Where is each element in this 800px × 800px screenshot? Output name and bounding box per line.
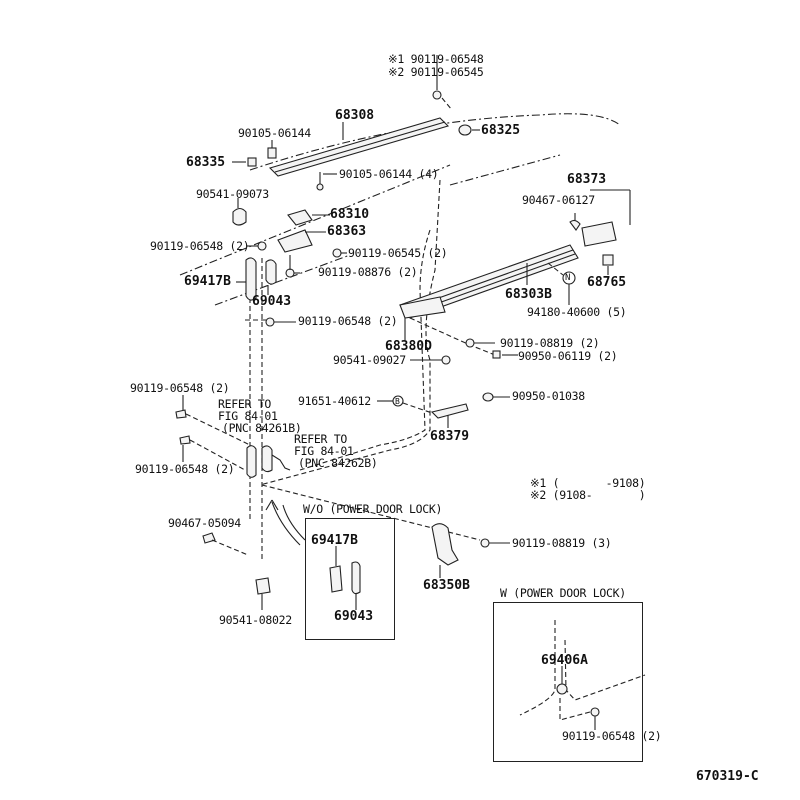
label-94180-40600[interactable]: 94180-40600 (5) [527, 305, 627, 319]
body-line-upper [179, 164, 451, 276]
note-2-range: ※2 (9108- ) [530, 488, 646, 502]
inset-w-label-69406A[interactable]: 69406A [541, 653, 588, 668]
label-90950-06119[interactable]: 90950-06119 (2) [518, 349, 618, 363]
inset-box-without-power-lock [305, 518, 395, 640]
n-mark-icon: N [565, 273, 571, 283]
label-68325[interactable]: 68325 [481, 123, 521, 138]
label-90119-06548-d[interactable]: 90119-06548 (2) [135, 462, 235, 476]
label-69417B[interactable]: 69417B [184, 274, 231, 289]
label-90541-09073[interactable]: 90541-09073 [196, 187, 269, 201]
scuff-68380D [399, 296, 446, 319]
label-90119-06548-b[interactable]: 90119-06548 (2) [298, 314, 398, 328]
label-68303B[interactable]: 68303B [505, 287, 552, 302]
label-90541-09027[interactable]: 90541-09027 [333, 353, 406, 367]
label-68379[interactable]: 68379 [430, 429, 470, 444]
label-68765[interactable]: 68765 [587, 275, 627, 290]
bracket-68379 [430, 403, 469, 419]
figure-id: 670319-C [696, 769, 759, 784]
refer-2-line1: REFER TO [294, 432, 347, 446]
label-90105-06144[interactable]: 90105-06144 [238, 126, 311, 140]
label-68350B[interactable]: 68350B [423, 578, 470, 593]
striker-68350B [431, 523, 459, 566]
b-mark-icon: B [395, 397, 400, 406]
label-68363[interactable]: 68363 [327, 224, 367, 239]
refer-2-line2[interactable]: FIG 84-01 [294, 444, 354, 458]
label-90119-08819-3[interactable]: 90119-08819 (3) [512, 536, 612, 550]
body-line-mid [214, 254, 351, 306]
window-outline [299, 229, 431, 471]
note-1-range: ※1 ( -9108) [530, 476, 646, 490]
label-90119-06548-a[interactable]: 90119-06548 (2) [150, 239, 250, 253]
refer-1-line2[interactable]: FIG 84-01 [218, 409, 278, 423]
refer-1-line1: REFER TO [218, 397, 271, 411]
inset-wo-label-69043[interactable]: 69043 [334, 609, 374, 624]
note-2-part: ※2 90119-06545 [388, 65, 484, 79]
label-68380D[interactable]: 68380D [385, 339, 432, 354]
label-69043[interactable]: 69043 [252, 294, 292, 309]
note-1-part: ※1 90119-06548 [388, 52, 484, 66]
inset-box-with-power-lock [493, 602, 643, 762]
refer-2-line3: (PNC 84262B) [298, 456, 378, 470]
label-90467-05094[interactable]: 90467-05094 [168, 516, 241, 530]
label-68310[interactable]: 68310 [330, 207, 370, 222]
label-68335[interactable]: 68335 [186, 155, 226, 170]
label-90105-06144-4[interactable]: 90105-06144 (4) [339, 167, 439, 181]
label-90467-06127[interactable]: 90467-06127 [522, 193, 595, 207]
garnish-68373 [581, 221, 617, 247]
inset-wo-label-69417B[interactable]: 69417B [311, 533, 358, 548]
label-90950-01038[interactable]: 90950-01038 [512, 389, 585, 403]
label-90119-06548-c[interactable]: 90119-06548 (2) [130, 381, 230, 395]
inset-w-title: W (POWER DOOR LOCK) [500, 586, 626, 600]
label-90119-06545[interactable]: 90119-06545 (2) [348, 246, 448, 260]
inset-wo-title: W/O (POWER DOOR LOCK) [303, 502, 443, 516]
label-90541-08022[interactable]: 90541-08022 [219, 613, 292, 627]
label-90119-08819-2[interactable]: 90119-08819 (2) [500, 336, 600, 350]
label-90119-08876[interactable]: 90119-08876 (2) [318, 265, 418, 279]
body-line-right [449, 154, 561, 186]
inset-w-label-90119-06548[interactable]: 90119-06548 (2) [562, 729, 662, 743]
refer-1-line3: (PNC 84261B) [222, 421, 302, 435]
label-68373[interactable]: 68373 [567, 172, 607, 187]
label-68308[interactable]: 68308 [335, 108, 375, 123]
label-91651-40612[interactable]: 91651-40612 [298, 394, 371, 408]
